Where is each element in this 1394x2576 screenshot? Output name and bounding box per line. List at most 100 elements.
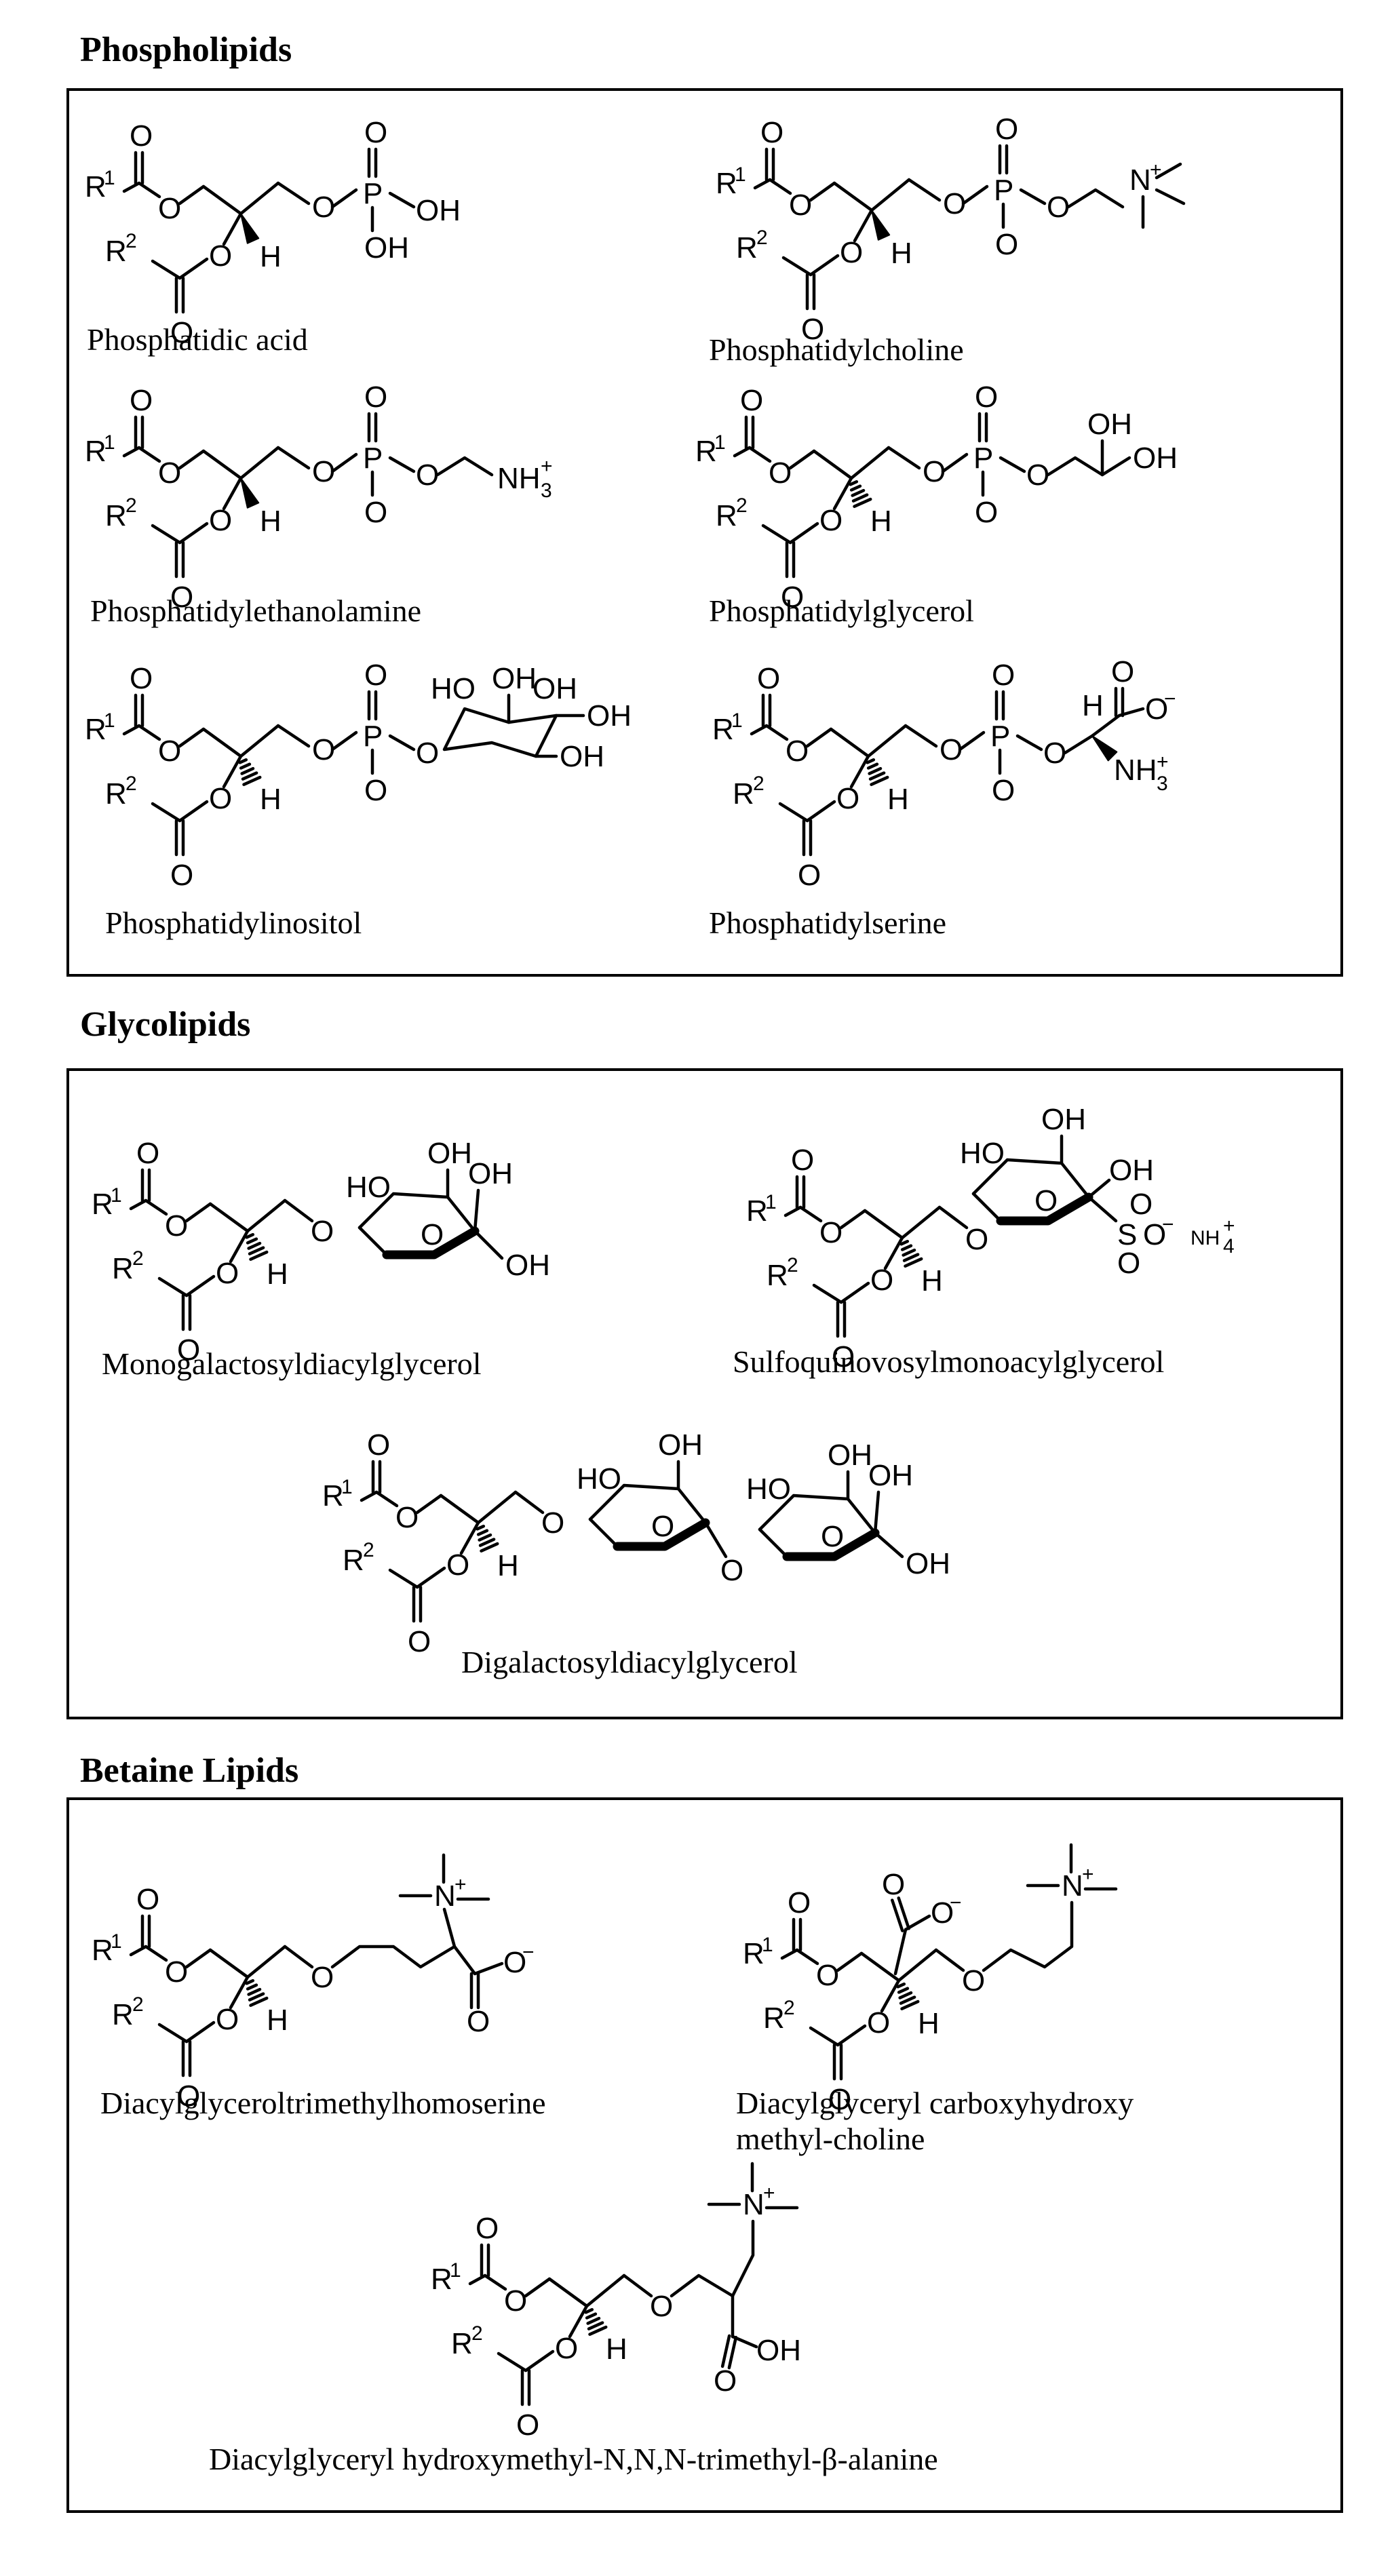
double-bond bbox=[891, 1898, 904, 1932]
hydroxyl: HO bbox=[960, 1137, 1005, 1170]
bond bbox=[703, 1521, 728, 1559]
bond bbox=[859, 1951, 901, 1983]
r2-label: R bbox=[736, 231, 758, 265]
ester-o: O bbox=[158, 456, 181, 490]
phosphorus: P bbox=[994, 174, 1013, 207]
caption-monogalactosyldiacylglycerol: Monogalactosyldiacylglycerol bbox=[102, 1346, 482, 1381]
ether-o: O bbox=[650, 2290, 673, 2323]
bond bbox=[201, 184, 243, 216]
r1-label: R bbox=[746, 1194, 768, 1228]
r2-label: R bbox=[343, 1544, 364, 1577]
bond bbox=[276, 181, 311, 206]
carbonyl-o: O bbox=[170, 316, 193, 349]
bond bbox=[880, 1978, 901, 2013]
hydroxyl: OH bbox=[1041, 1103, 1086, 1136]
bond bbox=[151, 802, 182, 823]
bond bbox=[178, 449, 206, 470]
carbonyl-o: O bbox=[177, 2080, 200, 2113]
bond bbox=[185, 1948, 212, 1969]
ammonium: NH bbox=[1190, 1227, 1220, 1249]
betaine-lipids-panel bbox=[66, 1797, 1343, 2513]
bond bbox=[246, 1198, 287, 1233]
quaternary-n: N bbox=[1062, 1869, 1083, 1902]
hydroxyl: OH bbox=[505, 1249, 550, 1282]
bond bbox=[185, 2021, 216, 2044]
carboxyl-o: O bbox=[882, 1868, 905, 1901]
bond bbox=[958, 730, 986, 752]
bond bbox=[222, 754, 243, 789]
ring-o: O bbox=[821, 1520, 844, 1553]
caption-phosphatidylglycerol: Phosphatidylglycerol bbox=[709, 593, 974, 628]
bond bbox=[731, 2335, 758, 2349]
r1-label: R bbox=[92, 1188, 113, 1221]
hydroxyl: OH bbox=[868, 1459, 913, 1492]
phosphoryl-o: O bbox=[995, 113, 1018, 146]
bond bbox=[873, 1490, 880, 1535]
phosphoryl-o: O bbox=[992, 659, 1015, 692]
hydroxyl: OH bbox=[427, 1137, 472, 1170]
ester-o: O bbox=[165, 1209, 188, 1243]
r2-label: R bbox=[451, 2327, 473, 2360]
ester-o: O bbox=[209, 504, 232, 537]
bond bbox=[1015, 734, 1043, 752]
bond bbox=[151, 524, 182, 545]
stereo-h: H bbox=[260, 240, 282, 273]
bond bbox=[622, 2273, 653, 2298]
bond bbox=[832, 181, 874, 212]
bond bbox=[468, 2273, 487, 2286]
r2-label: R bbox=[105, 499, 127, 532]
ester-o: O bbox=[786, 735, 809, 768]
bond bbox=[750, 724, 769, 736]
caption-diacylglyceroltrimethylhomoserine: Diacylglyceroltrimethylhomoserine bbox=[100, 2086, 546, 2120]
carboxylate-o: O bbox=[1145, 692, 1168, 726]
phosphate-o-minus: O bbox=[992, 774, 1015, 807]
bond bbox=[783, 1205, 802, 1217]
wedge-bond bbox=[871, 210, 891, 241]
bond bbox=[733, 446, 752, 458]
bond bbox=[812, 1283, 843, 1304]
carbonyl-o: O bbox=[801, 313, 824, 346]
bond bbox=[129, 1198, 148, 1211]
bond bbox=[473, 1962, 504, 1976]
galactose-ring-2 bbox=[758, 1527, 789, 1559]
phosphorus: P bbox=[363, 720, 383, 753]
carbonyl-o: O bbox=[130, 662, 153, 695]
galactose-ring bbox=[357, 1192, 477, 1233]
r1-label: R bbox=[92, 1934, 113, 1967]
hashed-bond bbox=[238, 758, 262, 786]
hydroxyl: OH bbox=[756, 2334, 801, 2367]
double-bond bbox=[720, 2334, 731, 2368]
ester-o: O bbox=[819, 504, 843, 537]
bond bbox=[731, 2219, 755, 2298]
bond bbox=[836, 2024, 867, 2047]
bond bbox=[483, 2273, 507, 2291]
bond bbox=[283, 1198, 314, 1223]
bond bbox=[415, 1494, 443, 1515]
bond bbox=[788, 449, 816, 470]
bond bbox=[999, 456, 1026, 473]
bond bbox=[239, 446, 280, 480]
phospholipids-panel bbox=[66, 88, 1343, 977]
hydroxyl: OH bbox=[468, 1157, 513, 1190]
phosphate-o-minus: O bbox=[975, 496, 998, 529]
ring-o: O bbox=[651, 1510, 674, 1543]
hydroxyl: OH bbox=[1087, 408, 1132, 441]
ester-o: O bbox=[446, 1548, 469, 1582]
r1-superscript: 1 bbox=[765, 1191, 777, 1213]
bond bbox=[374, 1490, 399, 1508]
ester-o: O bbox=[789, 189, 812, 222]
bond bbox=[137, 181, 161, 199]
inositol-ring bbox=[442, 707, 558, 758]
bond bbox=[753, 178, 772, 190]
phosphoryl-o: O bbox=[364, 380, 387, 414]
bond bbox=[829, 727, 870, 758]
stereo-h: H bbox=[918, 2007, 940, 2040]
r2-superscript: 2 bbox=[787, 1254, 798, 1276]
section-title-phospholipids: Phospholipids bbox=[80, 31, 292, 69]
positive-charge: + bbox=[763, 2182, 775, 2204]
bond bbox=[151, 259, 182, 280]
